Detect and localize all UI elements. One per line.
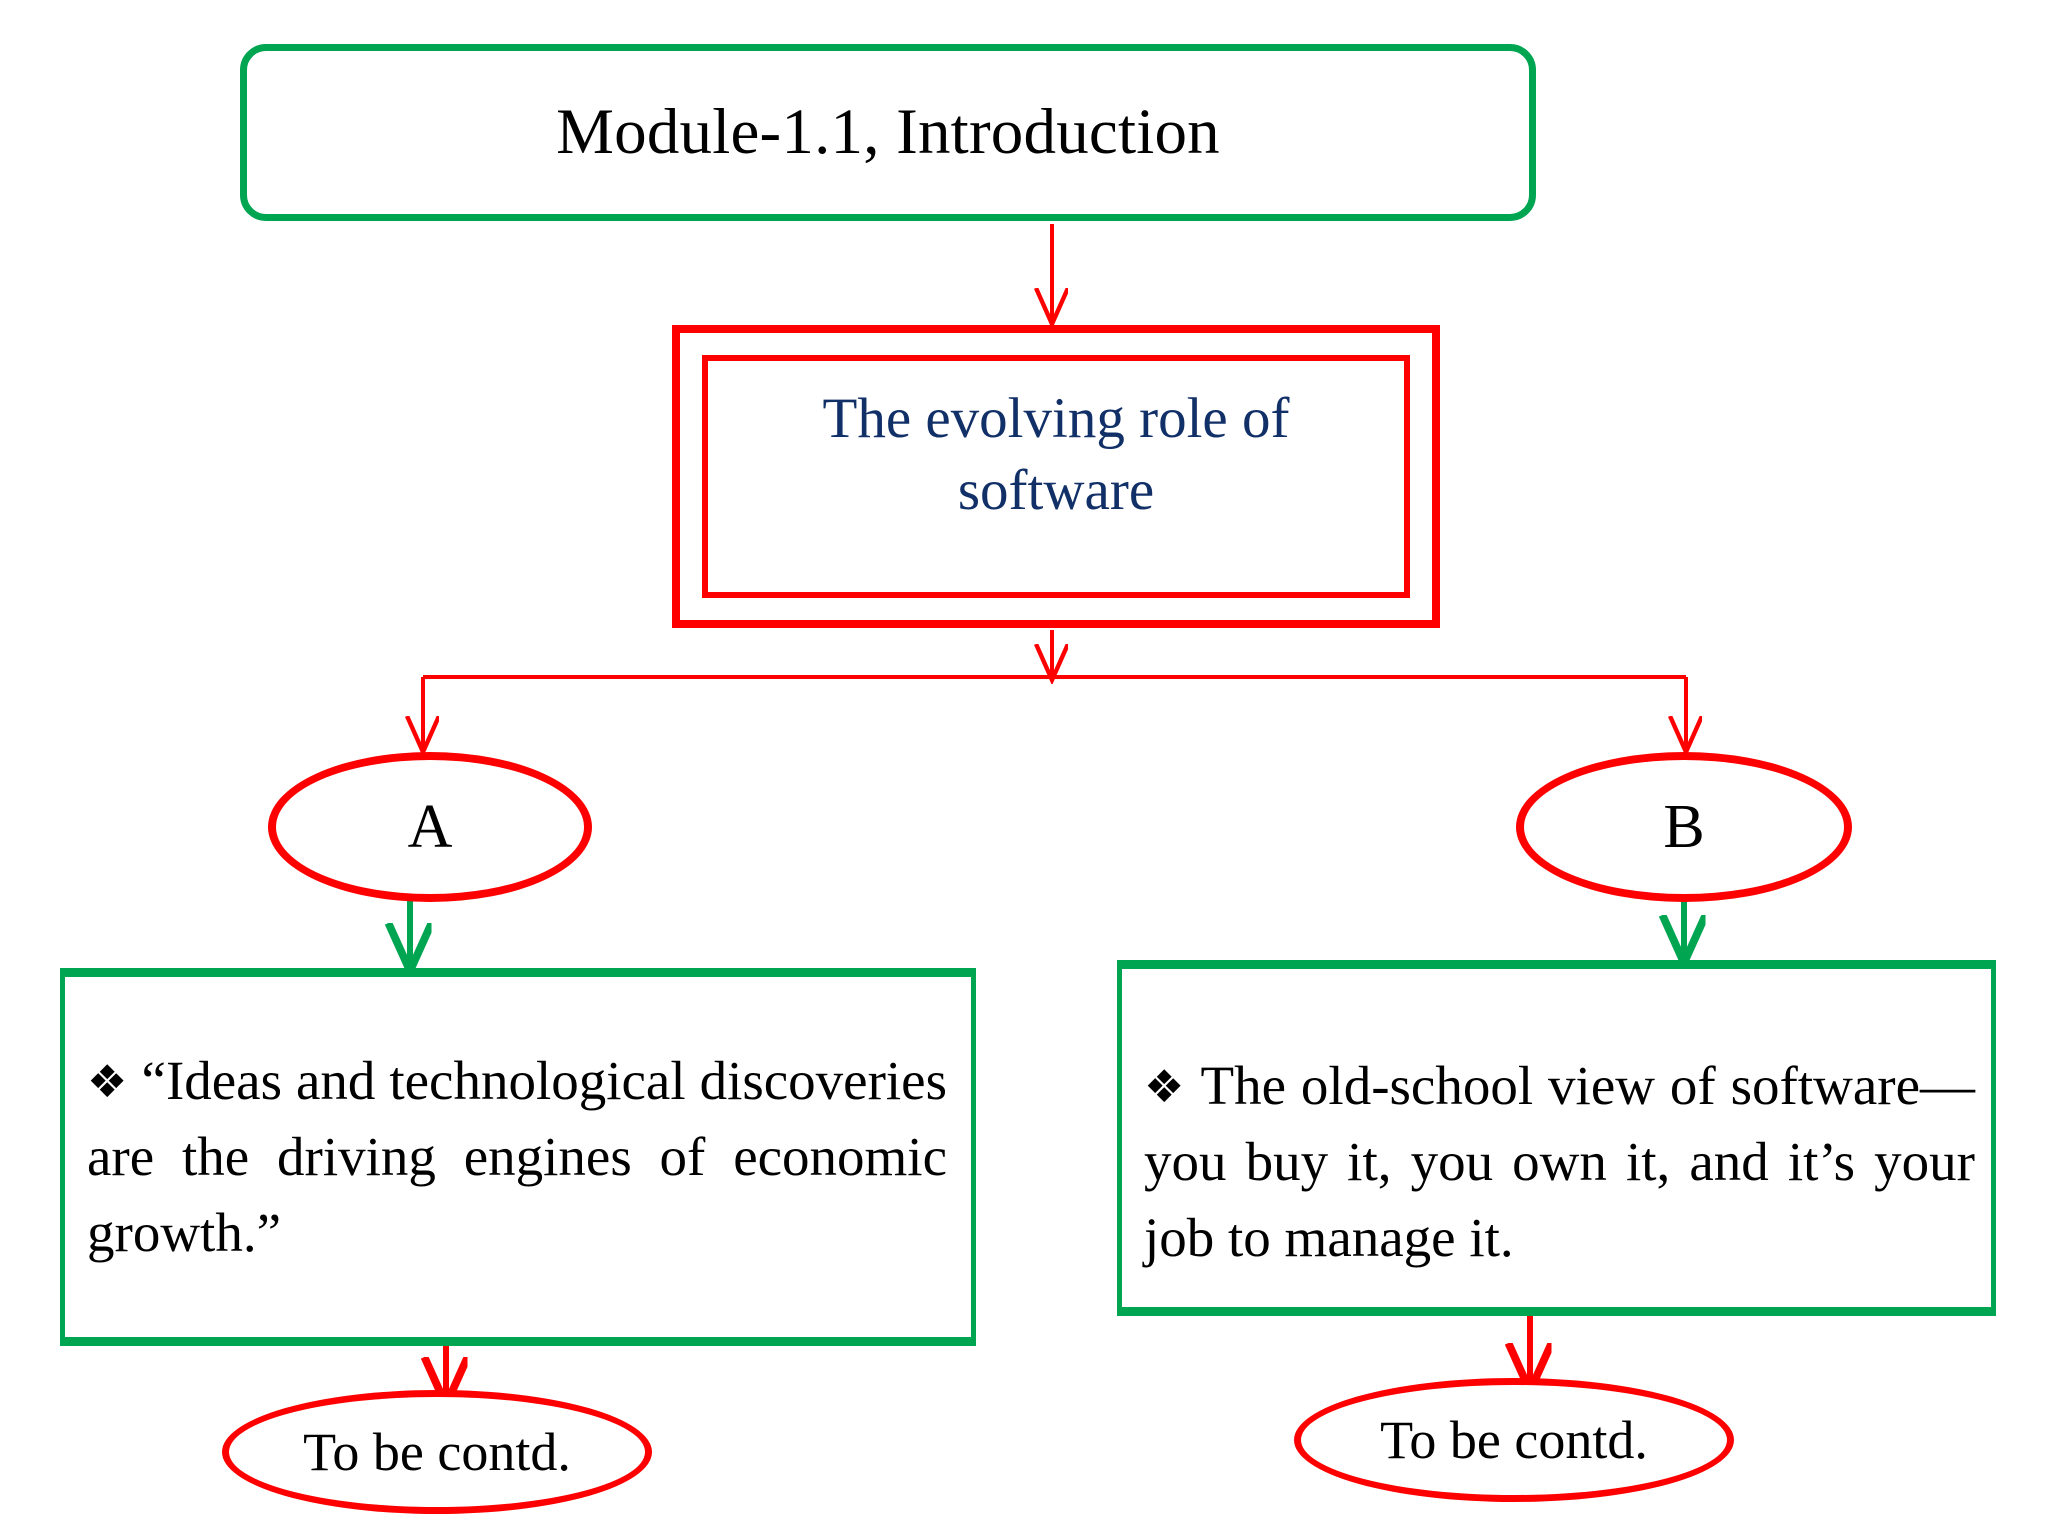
topic-box[interactable]: The evolving role of software: [672, 325, 1440, 628]
page-title: Module-1.1, Introduction: [556, 95, 1220, 168]
diamond-bullet-icon: ❖: [87, 1055, 128, 1109]
topic-box-label: The evolving role of software: [822, 387, 1290, 522]
content-box-b-text: ❖ The old-school view of software—you bu…: [1144, 1048, 1975, 1276]
content-box-b[interactable]: ❖ The old-school view of software—you bu…: [1117, 960, 1996, 1316]
title-box[interactable]: Module-1.1, Introduction: [240, 44, 1536, 221]
topic-box-inner-border: The evolving role of software: [702, 355, 1410, 598]
branch-ellipse-b[interactable]: B: [1516, 752, 1852, 902]
contd-ellipse-b[interactable]: To be contd.: [1294, 1378, 1734, 1502]
branch-ellipse-a[interactable]: A: [268, 752, 592, 902]
content-box-b-body: The old-school view of software—you buy …: [1144, 1055, 1975, 1268]
branch-ellipse-b-label: B: [1663, 793, 1705, 861]
contd-ellipse-a[interactable]: To be contd.: [222, 1390, 652, 1514]
contd-ellipse-a-label: To be contd.: [303, 1422, 571, 1482]
diamond-bullet-icon: ❖: [1144, 1060, 1186, 1113]
content-box-a-body: “Ideas and technological discoveries are…: [87, 1050, 947, 1263]
branch-ellipse-a-label: A: [407, 793, 453, 861]
content-box-a[interactable]: ❖ “Ideas and technological discoveries a…: [60, 968, 976, 1346]
content-box-a-text: ❖ “Ideas and technological discoveries a…: [87, 1043, 947, 1271]
contd-ellipse-b-label: To be contd.: [1380, 1410, 1648, 1470]
